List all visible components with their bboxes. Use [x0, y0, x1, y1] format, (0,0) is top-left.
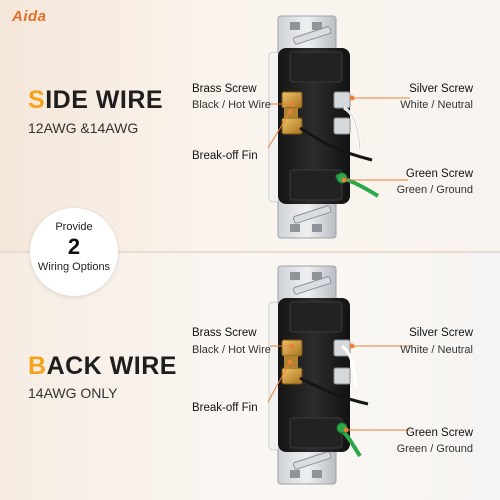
circle: [289, 343, 295, 349]
side-wire-subtitle: 12AWG &14AWG: [28, 120, 139, 136]
side-wire-title-initial: S: [28, 86, 46, 114]
circle: [349, 95, 355, 101]
wire-shading: [343, 107, 361, 151]
top-hot-wire: [299, 126, 373, 162]
path: [267, 361, 291, 403]
strap-slot: [312, 470, 322, 478]
side-brass-screw-label: Brass Screw: [192, 83, 257, 95]
back-wire-subtitle: 14AWG ONLY: [28, 385, 118, 401]
back-brass-screw-label: Brass Screw: [192, 327, 257, 339]
back-wire-title: BACK WIRE: [28, 352, 177, 381]
side-silver-screw-desc: White / Neutral: [400, 99, 473, 111]
bottom-mount-screw-lower: [293, 451, 332, 470]
bottom-neutral-wire: [341, 344, 358, 389]
back-silver-screw-label: Silver Screw: [409, 327, 473, 339]
side-brass-screw-desc: Black / Hot Wire: [192, 99, 271, 111]
strap-slot: [312, 224, 322, 232]
circle: [341, 177, 347, 183]
side-silver-screw-label: Silver Screw: [409, 83, 473, 95]
back-wire-leader-lines: [267, 343, 412, 433]
brand-logo: Aida: [12, 8, 47, 25]
circle: [349, 343, 355, 349]
back-wire-outlet: [268, 265, 369, 485]
wiring-options-badge: Provide 2 Wiring Options: [30, 208, 118, 296]
side-wire-title: SIDE WIRE: [28, 86, 163, 115]
panel-divider: [0, 251, 500, 253]
back-silver-screw-desc: White / Neutral: [400, 344, 473, 356]
bottom-hot-wire: [299, 376, 369, 406]
side-wire-outlet: [268, 15, 380, 239]
side-wire-leader-lines: [267, 95, 410, 183]
body-panel: [289, 169, 343, 201]
bottom-side-rail: [268, 301, 280, 451]
badge-line3: Wiring Options: [37, 261, 111, 273]
strap-slot: [290, 224, 300, 232]
body-panel: [289, 417, 343, 449]
badge-number: 2: [67, 234, 81, 259]
back-brass-screw-desc: Black / Hot Wire: [192, 344, 271, 356]
circle: [287, 359, 293, 365]
back-wire-title-initial: B: [28, 352, 47, 380]
strap-slot: [290, 22, 300, 30]
strap-slot: [312, 22, 322, 30]
side-wire-title-rest: IDE WIRE: [45, 86, 164, 114]
back-green-screw-label: Green Screw: [405, 427, 473, 439]
back-break-off-fin-label: Break-off Fin: [192, 402, 258, 414]
body-panel: [289, 301, 343, 333]
top-silver-screw-lower: [333, 117, 351, 135]
circle: [343, 427, 349, 433]
top-silver-screw-upper: [333, 91, 351, 109]
circle: [289, 101, 295, 107]
badge-line1: Provide: [55, 221, 93, 233]
bottom-silver-screw-lower: [333, 367, 351, 385]
strap-slot: [312, 272, 322, 280]
body-panel: [289, 51, 343, 83]
side-green-screw-desc: Green / Ground: [396, 184, 473, 196]
strap-slot: [290, 272, 300, 280]
back-wire-title-rest: ACK WIRE: [46, 352, 177, 380]
bottom-outlet-body: [278, 298, 350, 452]
path: [267, 111, 291, 149]
back-green-screw-desc: Green / Ground: [396, 443, 473, 455]
top-mount-screw-lower: [293, 205, 332, 224]
top-outlet-body: [278, 48, 350, 204]
bottom-mount-screw-upper: [293, 276, 332, 295]
strap-slot: [290, 470, 300, 478]
circle: [287, 109, 293, 115]
side-break-off-fin-label: Break-off Fin: [192, 150, 258, 162]
side-green-screw-label: Green Screw: [405, 168, 473, 180]
top-side-rail: [268, 51, 280, 203]
top-mount-screw-upper: [293, 26, 332, 45]
